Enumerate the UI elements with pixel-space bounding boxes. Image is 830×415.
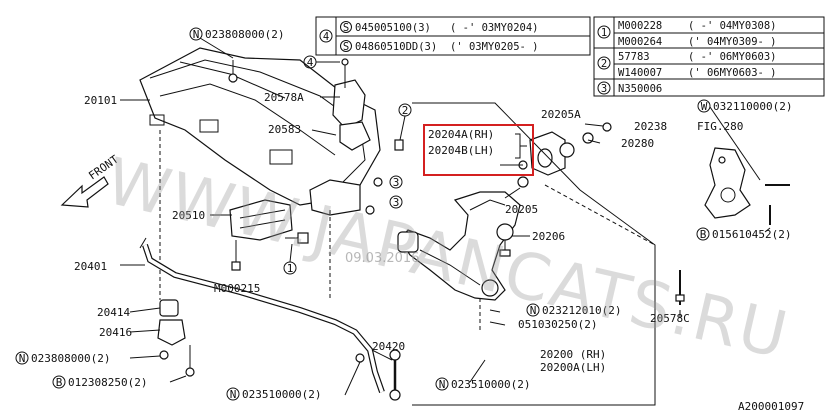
table4-code-2: 04860510DD(3): [355, 41, 437, 53]
callout-4: 4: [303, 55, 340, 69]
label-20583: 20583: [268, 123, 301, 136]
table-code-n350006: N350006: [618, 83, 662, 95]
label-20416: 20416: [99, 326, 132, 339]
label-20206: 20206: [532, 230, 565, 243]
table-marker-2: 2: [601, 58, 607, 70]
svg-text:B: B: [56, 376, 63, 389]
label-20578c: 20578C: [650, 312, 690, 325]
svg-text:N: N: [19, 352, 26, 365]
highlight-box: [423, 124, 534, 176]
table-range-w140007: (' 06MY0603- ): [688, 67, 777, 79]
spec-table-123: 1 M000228 ( -' 04MY0308) M000264 (' 04MY…: [593, 16, 825, 97]
label-023510000-left: 023510000(2): [242, 388, 321, 401]
table-range-m000264: (' 04MY0309- ): [688, 36, 777, 48]
svg-text:N: N: [530, 304, 537, 317]
link-20420: [355, 349, 401, 401]
label-023808000-bottom: 023808000(2): [31, 352, 110, 365]
label-012308250: 012308250(2): [68, 376, 147, 389]
callout-1: 1: [283, 243, 297, 275]
table-marker-3: 3: [601, 83, 607, 95]
svg-text:B: B: [700, 228, 707, 241]
crossmember-20101: [139, 47, 381, 300]
label-20280: 20280: [621, 137, 654, 150]
lower-arm-20200: [397, 191, 521, 330]
label-20101: 20101: [84, 94, 117, 107]
watermark-date: 09.03.2016: [345, 251, 419, 266]
bracket-20578a: [332, 58, 371, 151]
label-20205a: 20205A: [541, 108, 581, 121]
svg-text:2: 2: [402, 104, 409, 117]
watermark: WWW.JAPANCATS.RU 09.03.2016: [99, 145, 795, 374]
sym-s-2: S: [343, 41, 349, 53]
label-051030250: 051030250(2): [518, 318, 597, 331]
table-code-m000264: M000264: [618, 36, 662, 48]
label-20414: 20414: [97, 306, 130, 319]
sym-s-1: S: [343, 22, 349, 34]
callout-3a: 3: [373, 175, 403, 189]
label-20200: 20200 (RH): [540, 348, 606, 361]
svg-text:3: 3: [393, 196, 400, 209]
label-20204b: 20204B(LH): [428, 144, 494, 157]
label-023808000-top: 023808000(2): [205, 28, 284, 41]
table-code-57783: 57783: [618, 51, 650, 63]
table-code-m000228: M000228: [618, 20, 662, 32]
label-015610452: 015610452(2): [712, 228, 791, 241]
stabilizer-bar-20401: [139, 237, 385, 393]
bolt-20578c: [675, 270, 685, 305]
bracket-20510: [229, 199, 309, 271]
label-m000215: M000215: [214, 282, 260, 295]
label-20510: 20510: [172, 209, 205, 222]
svg-text:N: N: [439, 378, 446, 391]
callout-2: 2: [394, 103, 412, 151]
label-20204a: 20204A(RH): [428, 128, 494, 141]
watermark-text: WWW.JAPANCATS.RU: [99, 145, 795, 374]
svg-text:3: 3: [393, 176, 400, 189]
spec-table-4: 4 S 045005100(3) ( -' 03MY0204) S 048605…: [315, 16, 591, 56]
knuckle-fig280: [704, 147, 790, 225]
label-20578a: 20578A: [264, 91, 304, 104]
drawing-id: A200001097: [738, 400, 804, 413]
svg-text:4: 4: [307, 56, 314, 69]
label-20420: 20420: [372, 340, 405, 353]
bushing-20414: [157, 299, 195, 377]
label-023510000-right: 023510000(2): [451, 378, 530, 391]
table4-range-1: ( -' 03MY0204): [450, 22, 539, 34]
table4-code-1: 045005100(3): [355, 22, 431, 34]
ball-joint-20206: [496, 223, 514, 257]
label-032110000: 032110000(2): [713, 100, 792, 113]
label-20238: 20238: [634, 120, 667, 133]
table-marker-1: 1: [601, 27, 607, 39]
svg-text:N: N: [193, 28, 200, 41]
label-fig280: FIG.280: [697, 120, 743, 133]
table-marker-4: 4: [323, 31, 329, 43]
table-range-m000228: ( -' 04MY0308): [688, 20, 777, 32]
label-20200a: 20200A(LH): [540, 361, 606, 374]
svg-text:W: W: [701, 100, 708, 113]
table-code-w140007: W140007: [618, 67, 662, 79]
leader-lines: [120, 37, 771, 396]
callout-3b: 3: [365, 195, 403, 215]
bushing-20204: [517, 122, 656, 246]
label-023212010: 023212010(2): [542, 304, 621, 317]
table4-range-2: (' 03MY0205- ): [450, 41, 539, 53]
svg-text:N: N: [230, 388, 237, 401]
label-20205: 20205: [505, 203, 538, 216]
label-20401: 20401: [74, 260, 107, 273]
part-labels: N 023808000(2) 20101 20578A 20583 20510 …: [15, 27, 804, 413]
svg-text:1: 1: [287, 262, 294, 275]
table-range-57783: ( -' 06MY0603): [688, 51, 777, 63]
